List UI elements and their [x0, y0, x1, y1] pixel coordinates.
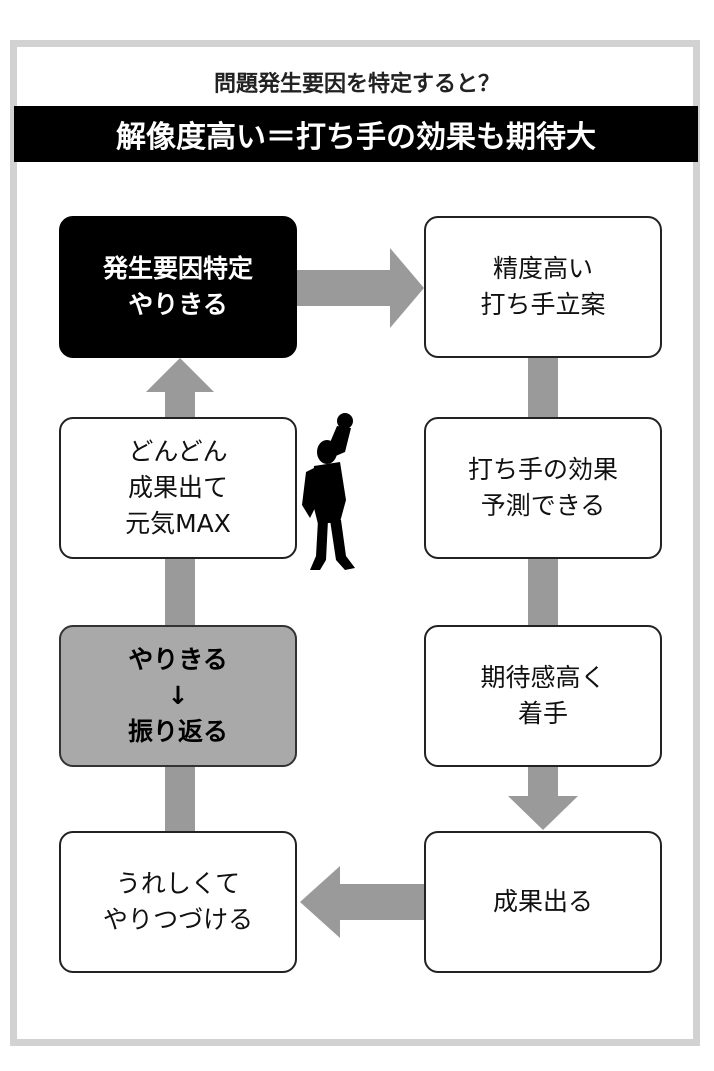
box-identify-line2: やりきる: [128, 290, 228, 319]
box-expect-line1: 期待感高く: [480, 663, 606, 692]
box-reflect-line3: 振り返る: [127, 717, 228, 746]
page-title: 問題発生要因を特定すると？: [213, 72, 500, 97]
box-happy-line2: やりつづける: [102, 905, 254, 934]
arrow-down-icon: [508, 767, 578, 830]
box-result-line1: 成果出る: [492, 887, 593, 916]
box-energy-line1: どんどん: [128, 437, 228, 466]
box-expect: 期待感高く 着手: [424, 625, 662, 767]
box-plan-line1: 精度高い: [492, 254, 593, 283]
box-energy-line2: 成果出て: [127, 473, 228, 502]
box-plan-line2: 打ち手立案: [480, 290, 606, 319]
box-identify-cause: 発生要因特定 やりきる: [59, 216, 297, 358]
box-predict-line1: 打ち手の効果: [467, 455, 618, 484]
box-expect-line2: 着手: [517, 699, 568, 728]
connector-plan-predict: [528, 357, 558, 417]
arrow-up-icon: [146, 358, 214, 418]
box-happy: うれしくて やりつづける: [59, 831, 297, 973]
box-result: 成果出る: [424, 831, 662, 973]
box-energy-line3: 元気MAX: [125, 509, 231, 538]
headline-banner: 解像度高い＝打ち手の効果も期待大: [14, 106, 698, 162]
box-energy: どんどん 成果出て 元気MAX: [59, 417, 297, 559]
box-reflect-line1: やりきる: [128, 645, 228, 674]
box-predict: 打ち手の効果 予測できる: [424, 417, 662, 559]
box-reflect-line2: ↓: [167, 681, 189, 710]
box-identify-line1: 発生要因特定: [102, 254, 253, 283]
box-plan: 精度高い 打ち手立案: [424, 216, 662, 358]
connector-reflect-energy: [165, 558, 195, 626]
box-predict-line2: 予測できる: [480, 491, 606, 520]
box-happy-line1: うれしくて: [115, 869, 241, 898]
arrow-right-icon: [297, 248, 424, 328]
connector-predict-expect: [528, 557, 558, 625]
arrow-left-icon: [300, 866, 424, 938]
connector-happy-reflect: [165, 766, 195, 832]
box-reflect: やりきる ↓ 振り返る: [59, 625, 297, 767]
